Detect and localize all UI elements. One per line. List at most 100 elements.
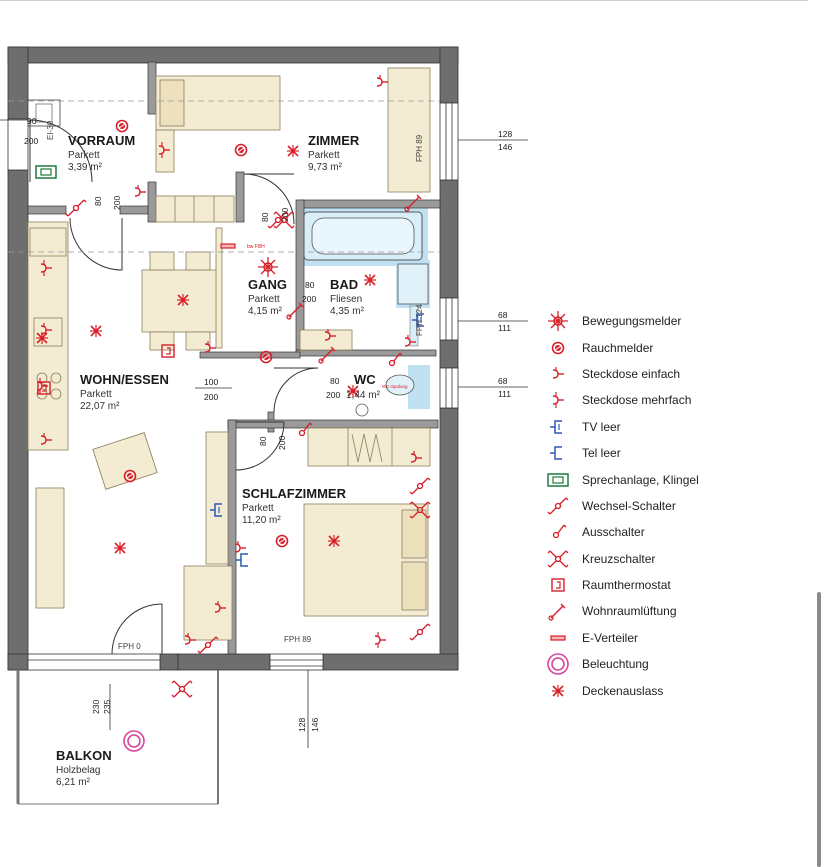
room-name-zimmer: ZIMMER [308,133,360,148]
socket-single-icon [540,362,576,386]
dim-balkon-door-a: 230 [91,700,101,714]
schlaf-furniture [299,329,431,617]
room-floor-vorraum: Parkett [68,150,100,161]
off-switch-icon [540,520,576,544]
legend-item: Tel leer [540,440,810,466]
legend-item: Beleuchtung [540,651,810,677]
room-name-schlafzimmer: SCHLAFZIMMER [242,486,347,501]
legend-label: Beleuchtung [582,657,649,672]
room-area-wohnessen: 22,07 m² [80,401,120,412]
dim-gang-bad-top: 80 [305,280,315,290]
dim-win-wc-bottom: 111 [498,389,511,399]
legend-item: Bewegungsmelder [540,308,810,334]
dim-zimmer-door-h: 200 [280,208,290,222]
dim-vorraum-door-h: 200 [112,196,122,210]
room-thermostat-icon [540,573,576,597]
legend-label: TV leer [582,419,621,434]
room-name-gang: GANG [248,277,287,292]
room-name-wohnessen: WOHN/ESSEN [80,372,169,387]
room-name-balkon: BALKON [56,748,112,763]
room-area-wc: 1,44 m² [346,390,381,401]
inner-walls [27,61,441,655]
room-floor-bad: Fliesen [330,294,362,305]
legend-item: Steckdose mehrfach [540,387,810,413]
label-bw-fbh: bw FBH [247,244,265,250]
room-name-bad: BAD [330,277,358,292]
windows [27,102,459,671]
legend-label: Wohnraumlüftung [582,604,677,619]
legend-item: TV leer [540,414,810,440]
dim-wohn-door-bottom: 200 [204,392,218,402]
ceiling-outlet-icon [540,679,576,703]
legend-label: Steckdose einfach [582,366,681,381]
wc-tile-area [408,365,430,409]
dim-balkon-door-b: 235 [102,700,112,714]
ventilation-icon [540,599,576,623]
dashed-lines [8,100,440,253]
legend-item: E-Verteiler [540,625,810,651]
lighting-icon [540,652,576,676]
room-area-schlafzimmer: 11,20 m² [242,515,281,526]
dim-wc-door-bottom: 200 [326,390,340,400]
dim-win-schlaf-top: 128 [297,718,307,732]
top-divider [0,0,808,1]
room-area-balkon: 6,21 m² [56,777,91,788]
changeover-switch-icon [540,494,576,518]
dim-win-bad-bottom: 111 [498,323,511,333]
room-floor-schlafzimmer: Parkett [242,503,274,514]
socket-multiple-icon [540,388,576,412]
dim-win-zimmer-bottom: 146 [498,142,512,152]
fph-wohn: FPH 0 [118,642,141,651]
scrollbar-thumb[interactable] [817,592,821,867]
dim-win-schlaf-bottom: 146 [310,718,320,732]
dim-wc-door-top: 80 [330,376,340,386]
label-wc-spuelung: WC-Spülung [382,384,408,389]
intercom-icon [540,468,576,492]
legend-label: Deckenauslass [582,683,664,698]
legend-label: Rauchmelder [582,340,654,355]
room-labels: VORRAUM Parkett 3,39 m² ZIMMER Parkett 9… [56,133,381,788]
tv-empty-icon [540,415,576,439]
legend-label: Wechsel-Schalter [582,498,676,513]
balcony-outline [16,670,219,805]
legend-label: Kreuzschalter [582,551,656,566]
dimension-lines [0,119,528,748]
legend-label: Ausschalter [582,525,645,540]
dim-schlaf-door-w: 80 [258,436,268,446]
legend-item: Sprechanlage, Klingel [540,466,810,492]
plan-structure [0,46,528,805]
dim-gang-bad-bottom: 200 [302,294,316,304]
legend-item: Steckdose einfach [540,361,810,387]
dim-win-bad-top: 68 [498,310,508,320]
legend-item: Rauchmelder [540,334,810,360]
dim-vorraum-door-w: 80 [93,196,103,206]
legend-label: Steckdose mehrfach [582,393,692,408]
room-floor-wohnessen: Parkett [80,389,112,400]
legend-item: Wohnraumlüftung [540,598,810,624]
dim-entry-top: 90 [27,116,37,126]
cross-switch-icon [540,547,576,571]
fph-zimmer: FPH 89 [415,134,424,162]
fph-bad: FPH 124 [415,304,424,336]
living-furniture [35,431,233,641]
dim-win-wc-top: 68 [498,376,508,386]
dim-wohn-door-top: 100 [204,377,218,387]
dim-entry-bottom: 200 [24,136,38,146]
legend-item: Raumthermostat [540,572,810,598]
dim-ei30: EI-30 [46,120,55,140]
legend: Bewegungsmelder Rauchmelder Steckdose ei… [540,308,810,704]
room-name-vorraum: VORRAUM [68,133,135,148]
legend-item: Wechsel-Schalter [540,493,810,519]
legend-label: Tel leer [582,446,621,461]
legend-item: Deckenauslass [540,677,810,703]
dim-win-zimmer-top: 128 [498,129,512,139]
legend-item: Kreuzschalter [540,546,810,572]
motion-detector-icon [540,309,576,333]
room-floor-balkon: Holzbelag [56,765,100,776]
room-floor-zimmer: Parkett [308,150,340,161]
legend-label: Bewegungsmelder [582,314,682,329]
kitchen-furniture [27,221,69,451]
tel-empty-icon [540,441,576,465]
distribution-board-icon [540,626,576,650]
